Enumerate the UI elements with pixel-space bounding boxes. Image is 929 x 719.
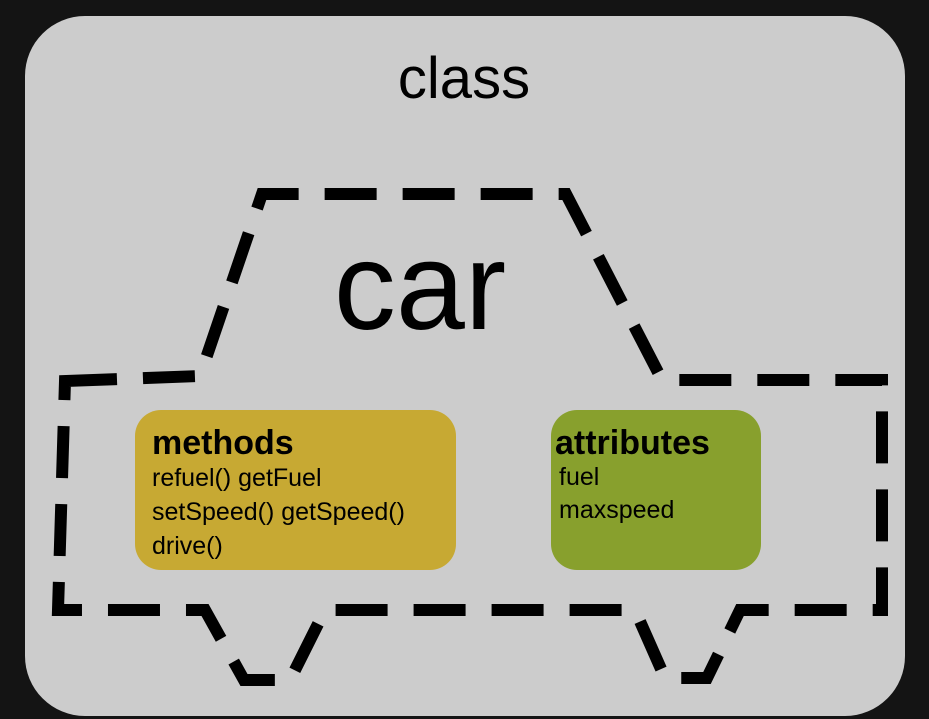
methods-heading: methods xyxy=(152,424,294,462)
attribute-line: fuel xyxy=(559,463,600,491)
attributes-heading: attributes xyxy=(555,424,710,462)
methods-box: methods refuel() getFuel setSpeed() getS… xyxy=(135,410,456,570)
attribute-line: maxspeed xyxy=(559,496,675,524)
class-panel xyxy=(25,16,905,716)
attributes-box: attributes fuel maxspeed xyxy=(551,410,761,570)
object-label: car xyxy=(333,218,507,356)
method-line: refuel() getFuel xyxy=(152,464,322,492)
car-outline-path xyxy=(51,188,888,686)
class-label: class xyxy=(397,46,531,111)
method-line: setSpeed() getSpeed() xyxy=(152,498,405,526)
method-line: drive() xyxy=(152,532,223,560)
